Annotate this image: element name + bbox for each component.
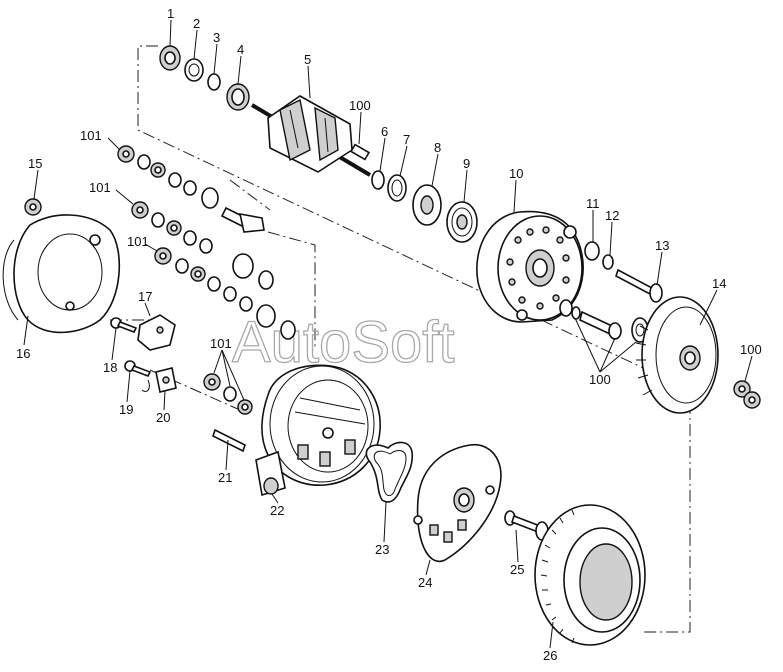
part-6-clip (371, 170, 385, 190)
callout-5: 5 (304, 52, 311, 67)
callout-100-right: 100 (740, 342, 762, 357)
part-9-bearing (446, 201, 478, 243)
part-24-regulator-plate (413, 443, 502, 563)
callout-101-b: 101 (89, 180, 111, 195)
part-21-stud (212, 428, 246, 453)
callout-17: 17 (138, 289, 152, 304)
callout-12: 12 (605, 208, 619, 223)
callout-4: 4 (237, 42, 244, 57)
part-8-plate (412, 184, 442, 226)
callout-10: 10 (509, 166, 523, 181)
callout-labels: 1 2 3 4 5 100 6 7 8 9 10 11 12 13 14 100… (16, 6, 762, 663)
part-15-nut (24, 198, 42, 216)
callout-100-bottom: 100 (589, 372, 611, 387)
part-1-seal (159, 45, 181, 71)
part-19-screw (124, 360, 152, 393)
part-100-nut-right (733, 380, 761, 409)
part-17-bracket (137, 314, 176, 351)
leader-lines (23, 19, 753, 649)
callout-20: 20 (156, 410, 170, 425)
part-20-clip (155, 367, 177, 393)
callout-8: 8 (434, 140, 441, 155)
part-7-ring (387, 174, 407, 202)
callout-9: 9 (463, 156, 470, 171)
callout-101-a: 101 (80, 128, 102, 143)
callout-11: 11 (586, 196, 600, 211)
part-5-rotor (250, 95, 372, 177)
callout-1: 1 (167, 6, 174, 21)
callout-6: 6 (381, 124, 388, 139)
callout-22: 22 (270, 503, 284, 518)
part-100-bolt-set (559, 299, 649, 343)
part-10-housing (476, 210, 584, 323)
callout-2: 2 (193, 16, 200, 31)
callout-26: 26 (543, 648, 557, 663)
part-23-gasket (365, 441, 414, 503)
callout-18: 18 (103, 360, 117, 375)
part-101-fastener-rows (117, 145, 296, 415)
callout-3: 3 (213, 30, 220, 45)
callout-7: 7 (403, 132, 410, 147)
part-13-bolt (615, 268, 663, 303)
part-16-cover (2, 214, 121, 334)
callout-16: 16 (16, 346, 30, 361)
callout-19: 19 (119, 402, 133, 417)
part-22-stator-housing (255, 364, 381, 497)
part-2-ring (184, 58, 204, 82)
part-3-washer (207, 73, 221, 91)
part-25-bolt (504, 510, 549, 541)
callout-13: 13 (655, 238, 669, 253)
callout-25: 25 (510, 562, 524, 577)
part-11-washer (584, 241, 600, 261)
part-18-screw (110, 317, 138, 334)
callout-15: 15 (28, 156, 42, 171)
callout-101-c: 101 (127, 234, 149, 249)
part-26-stator (534, 504, 646, 646)
callout-23: 23 (375, 542, 389, 557)
callout-101-d: 101 (210, 336, 232, 351)
callout-21: 21 (218, 470, 232, 485)
part-14-pulley (635, 296, 719, 414)
part-4-spacer (226, 83, 250, 111)
assembly-lines (110, 45, 691, 633)
callout-14: 14 (712, 276, 726, 291)
part-12-washer (602, 254, 614, 270)
callout-100-top: 100 (349, 98, 371, 113)
callout-24: 24 (418, 575, 432, 590)
